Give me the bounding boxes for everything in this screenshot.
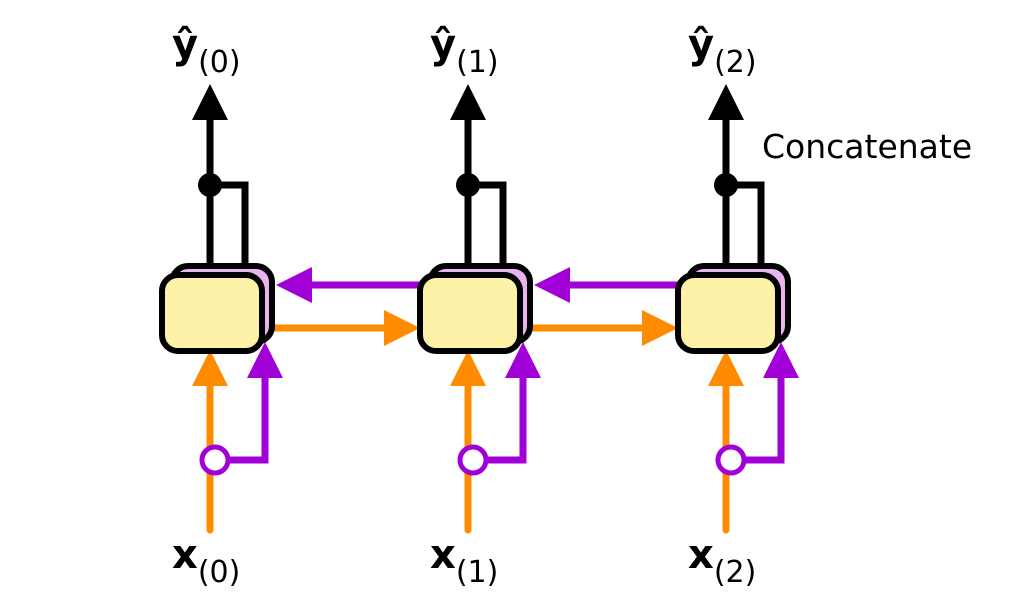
input-label-0-subscript: (0) <box>198 555 241 590</box>
concatenate-label: Concatenate <box>762 127 972 166</box>
concatenate-node-0 <box>198 173 222 197</box>
backward-input-line-2 <box>736 375 785 464</box>
forward-rnn-cell-0 <box>159 272 265 354</box>
backward-input-line-1 <box>478 375 527 464</box>
concat-bracket-2 <box>726 181 765 270</box>
input-label-0: x(0) <box>172 532 240 590</box>
output-arrowhead-0 <box>192 84 228 120</box>
input-label-0-base: x <box>172 532 198 578</box>
output-label-1-base: ŷ <box>430 22 456 68</box>
input-split-node-1 <box>457 444 489 476</box>
backward-input-arrowhead-0 <box>247 342 283 378</box>
output-label-2-subscript: (2) <box>714 45 757 80</box>
backward-input-arrowhead-1 <box>505 342 541 378</box>
output-arrowhead-2 <box>708 84 744 120</box>
output-label-2: ŷ(2) <box>688 22 757 80</box>
forward-arrowhead-0 <box>384 310 420 346</box>
backward-input-arrowhead-2 <box>763 342 799 378</box>
backward-arrowhead-1 <box>534 267 570 303</box>
input-label-1-subscript: (1) <box>456 555 499 590</box>
backward-input-line-0 <box>220 375 269 464</box>
output-arrowhead-1 <box>450 84 486 120</box>
output-label-1-subscript: (1) <box>456 45 499 80</box>
output-label-2-base: ŷ <box>688 22 714 68</box>
output-label-0-subscript: (0) <box>198 45 241 80</box>
forward-rnn-cell-2 <box>675 272 781 354</box>
concat-bracket-0 <box>210 181 249 270</box>
concatenate-node-2 <box>714 173 738 197</box>
forward-arrowhead-1 <box>642 310 678 346</box>
backward-arrowhead-0 <box>276 267 312 303</box>
input-split-node-0 <box>199 444 231 476</box>
input-split-node-2 <box>715 444 747 476</box>
output-label-1: ŷ(1) <box>430 22 499 80</box>
forward-input-arrowhead-2 <box>708 350 744 386</box>
forward-input-arrowhead-1 <box>450 350 486 386</box>
output-label-0: ŷ(0) <box>172 22 241 80</box>
concat-bracket-1 <box>468 181 507 270</box>
input-label-2-subscript: (2) <box>714 555 757 590</box>
input-label-2: x(2) <box>688 532 756 590</box>
input-label-1: x(1) <box>430 532 498 590</box>
forward-input-arrowhead-0 <box>192 350 228 386</box>
input-label-2-base: x <box>688 532 714 578</box>
concatenate-node-1 <box>456 173 480 197</box>
input-label-1-base: x <box>430 532 456 578</box>
forward-rnn-cell-1 <box>417 272 523 354</box>
cells-layer: ŷ(0)x(0)ŷ(1)x(1)ŷ(2)x(2) <box>159 22 799 590</box>
output-label-0-base: ŷ <box>172 22 198 68</box>
